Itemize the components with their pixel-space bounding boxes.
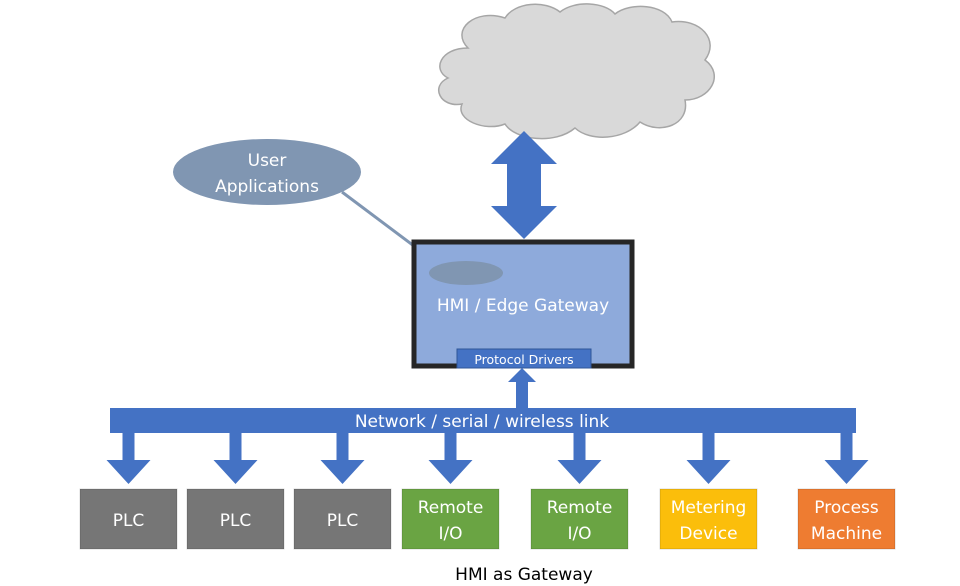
device-label: PLC <box>113 511 145 531</box>
hmi-gateway-box <box>411 239 635 369</box>
cloud-icon <box>437 3 716 140</box>
device-drop-arrow <box>106 430 151 484</box>
device-box <box>186 488 285 550</box>
device-label: Remote <box>418 498 484 518</box>
device-label: Process <box>814 498 879 518</box>
user-apps-slot <box>429 261 503 285</box>
device-drop-arrow <box>557 430 602 484</box>
device-box <box>79 488 178 550</box>
network-bus-label: Network / serial / wireless link <box>355 412 609 432</box>
device-label: PLC <box>220 511 252 531</box>
protocol-drivers-label: Protocol Drivers <box>474 352 573 367</box>
device-drop-arrow <box>428 430 473 484</box>
device-box <box>659 488 758 550</box>
protocol-drivers-box <box>456 348 592 369</box>
device-label: Metering <box>671 498 747 518</box>
device-box <box>293 488 392 550</box>
device-drop-arrow <box>824 430 869 484</box>
cloud-link-arrow <box>491 131 557 239</box>
device-drop-arrow <box>686 430 731 484</box>
device-box <box>530 488 629 550</box>
device-label: Device <box>679 524 737 544</box>
user-apps-line2: Applications <box>215 177 319 197</box>
user-apps-line1: User <box>248 151 287 171</box>
cloud-shape <box>437 3 716 140</box>
device-box <box>401 488 500 550</box>
user-applications-bubble <box>173 139 361 205</box>
diagram-caption: HMI as Gateway <box>455 565 593 585</box>
device-drop-arrow <box>213 430 258 484</box>
device-drop-arrow <box>320 430 365 484</box>
device-label: I/O <box>438 524 462 544</box>
network-bus <box>110 408 856 433</box>
device-label: Remote <box>547 498 613 518</box>
gateway-title: HMI / Edge Gateway <box>437 296 609 316</box>
bus-to-gateway-arrow <box>508 368 536 410</box>
device-label: I/O <box>567 524 591 544</box>
device-box <box>797 488 896 550</box>
device-label: PLC <box>327 511 359 531</box>
device-label: Machine <box>811 524 882 544</box>
